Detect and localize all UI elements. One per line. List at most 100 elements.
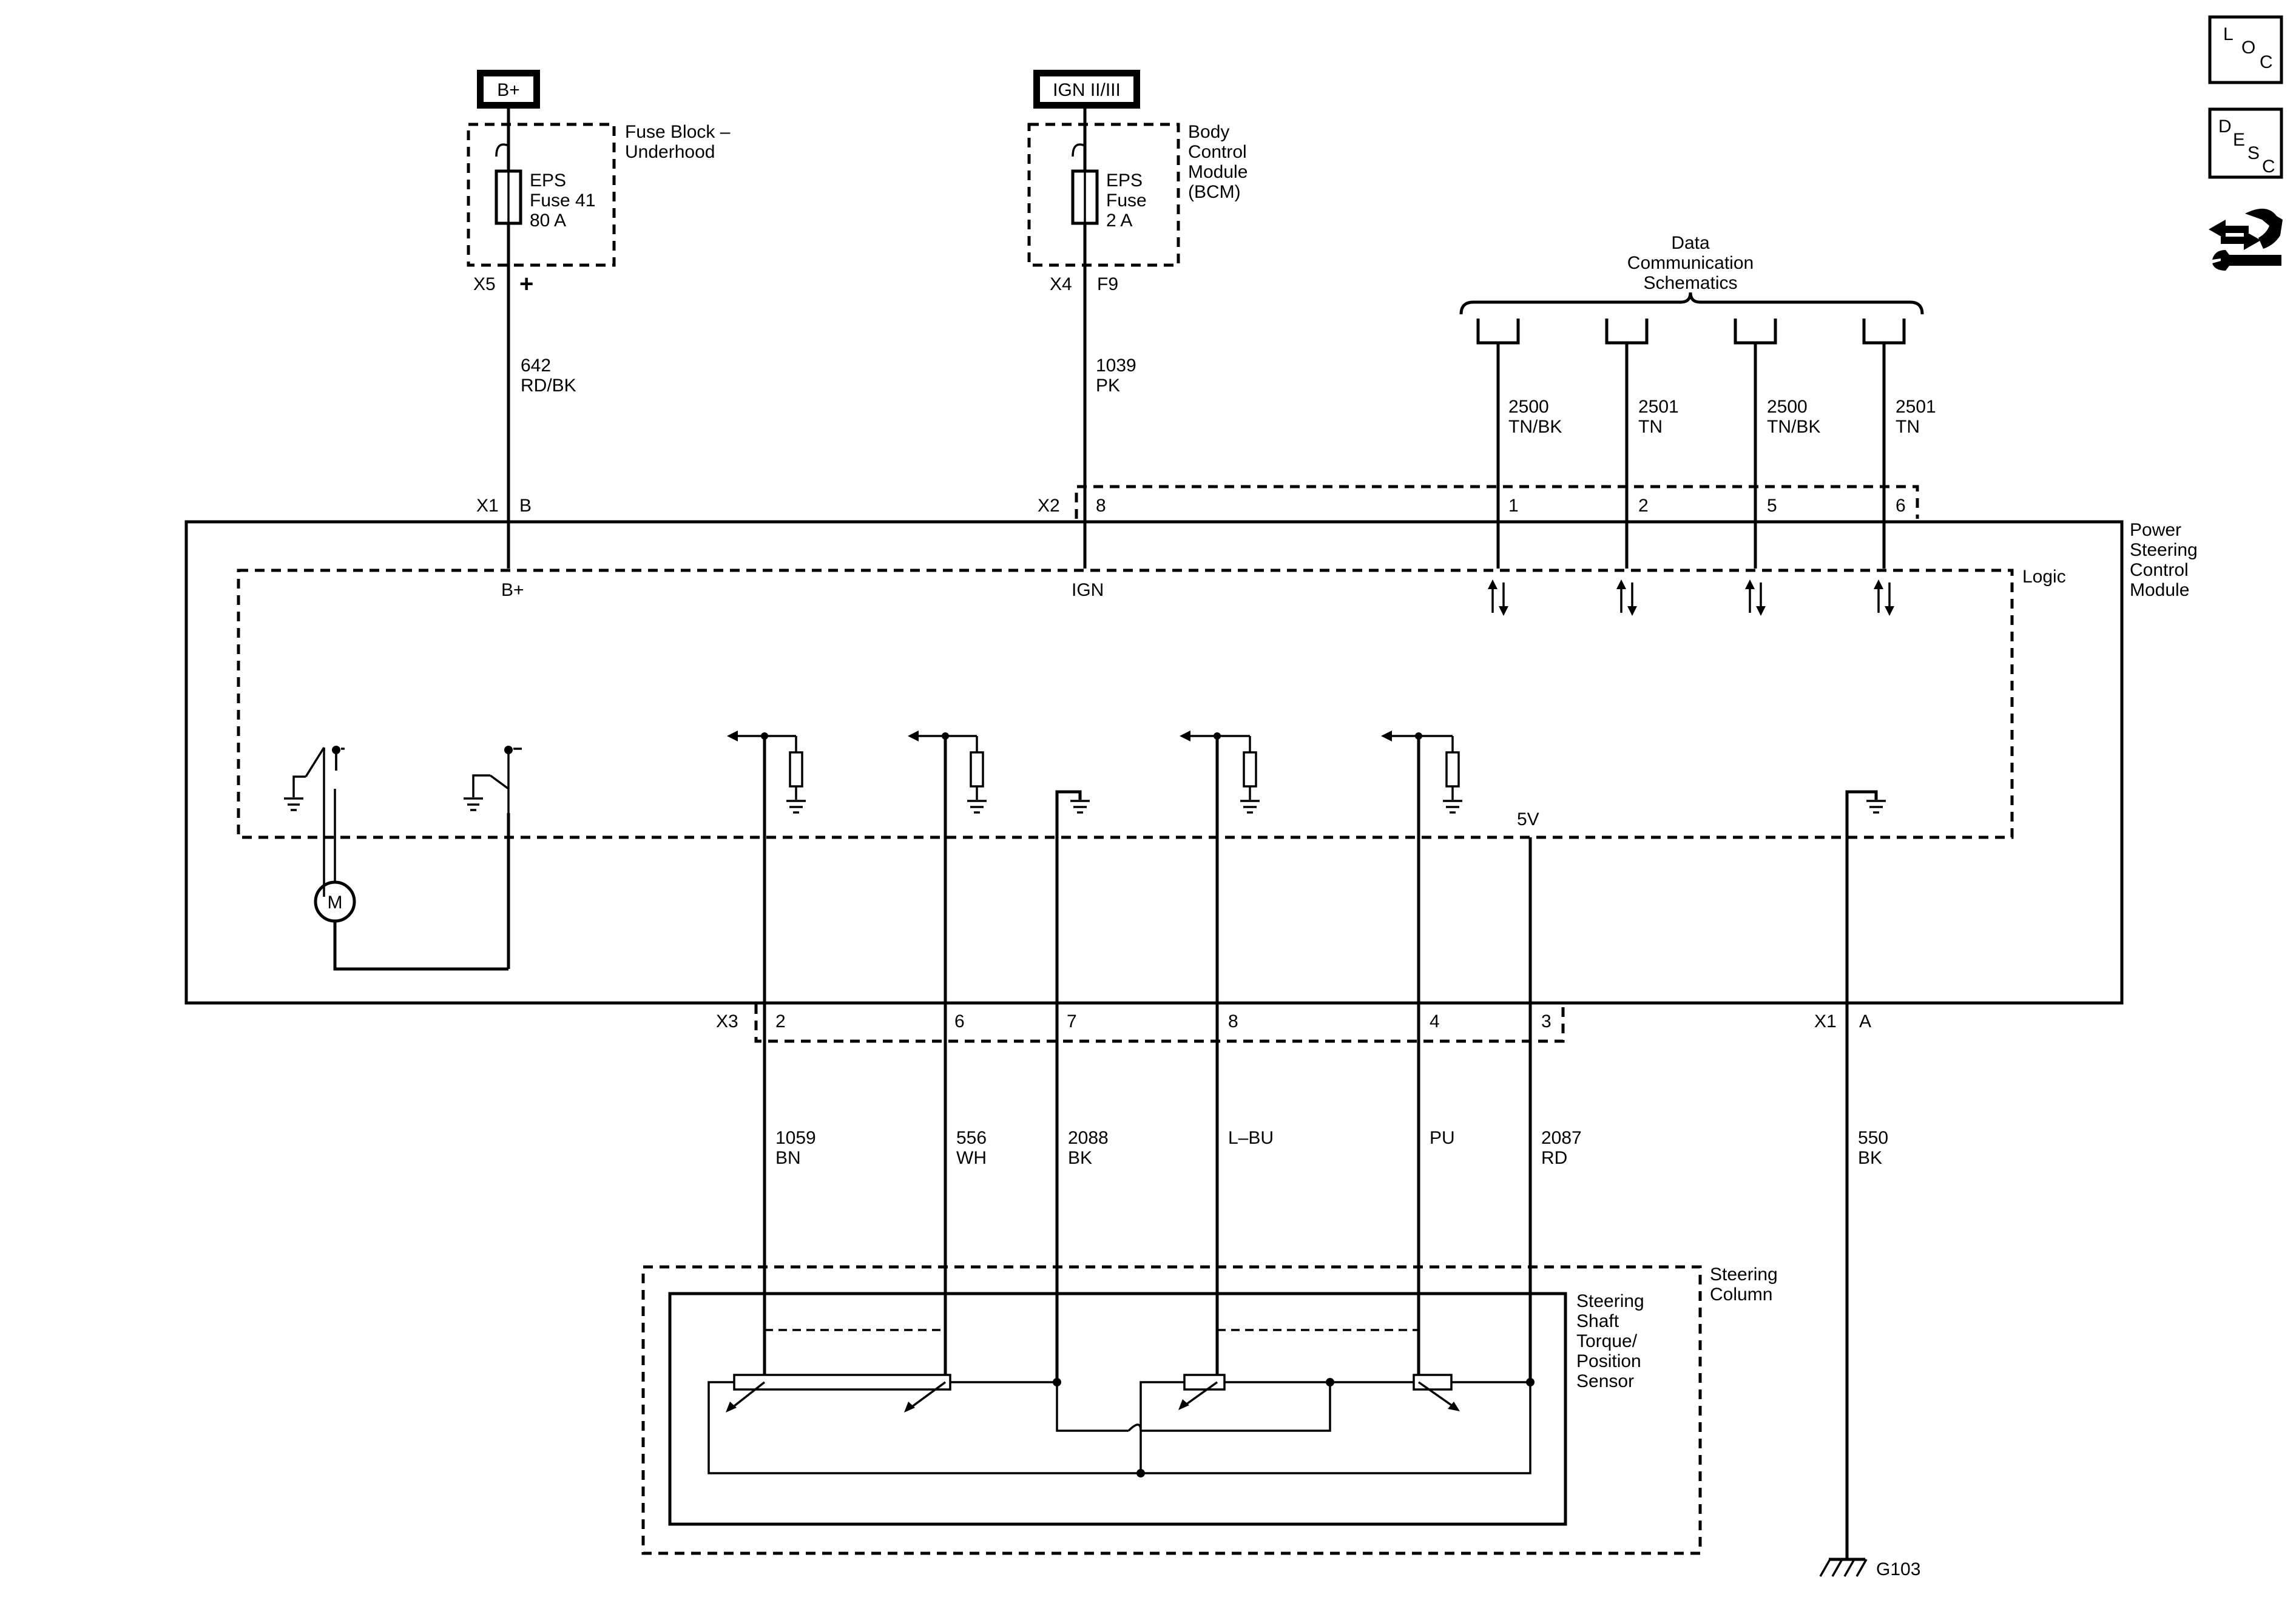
motor-driver-switch-2 — [464, 746, 522, 969]
eps-fuse-41-label-2: Fuse 41 — [530, 191, 595, 211]
bplus-source-label: B+ — [497, 80, 520, 100]
signal-input-1 — [727, 731, 806, 1003]
sensor-title-5: Sensor — [1576, 1371, 1634, 1391]
eps-fuse-2a-label-1: EPS — [1106, 170, 1143, 191]
pscm-title-4: Module — [2130, 580, 2189, 600]
x2-pin-2: 2 — [1638, 496, 1649, 516]
x2-connector-outline — [1075, 485, 1919, 519]
fuse-block-title-2: Underhood — [625, 142, 715, 162]
wire-2088-color: BK — [1068, 1148, 1092, 1168]
wire-2088-circuit: 2088 — [1068, 1128, 1109, 1148]
desc-letter-e: E — [2233, 130, 2245, 150]
wire-2501-b-color: TN — [1896, 417, 1920, 437]
steering-column-title-1: Steering — [1710, 1264, 1778, 1284]
x2-pin-5: 5 — [1767, 496, 1777, 516]
bplus-source: B+ — [477, 70, 540, 109]
x3-connector-label: X3 — [716, 1011, 738, 1031]
description-view-button[interactable]: D E S C — [2208, 107, 2283, 179]
data-arrows — [1488, 579, 1894, 616]
x5-connector-label: X5 — [473, 274, 496, 294]
eps-fuse-41-label-1: EPS — [530, 170, 566, 191]
pscm-title-2: Steering — [2130, 540, 2198, 560]
wire-2500-b-circuit: 2500 — [1767, 397, 1808, 417]
bcm-title-3: Module — [1188, 162, 1248, 182]
x3-pin-2: 2 — [775, 1011, 786, 1031]
connector-wrench-icon[interactable] — [2209, 208, 2283, 271]
ign-internal-label: IGN — [1072, 580, 1104, 600]
x3-pin-3: 3 — [1541, 1011, 1551, 1031]
wire-556-circuit: 556 — [956, 1128, 987, 1148]
location-view-button[interactable]: L O C — [2208, 15, 2283, 84]
x5-pin-label: + — [519, 271, 533, 297]
ground-g103-label: G103 — [1876, 1559, 1920, 1579]
5v-label: 5V — [1517, 809, 1539, 829]
logic-label: Logic — [2022, 567, 2066, 587]
loc-letter-c: C — [2260, 52, 2273, 72]
bplus-internal-label: B+ — [501, 580, 524, 600]
wire-l-bu-color: L–BU — [1228, 1128, 1274, 1148]
eps-fuse-41-label-3: 80 A — [530, 211, 566, 231]
ign-source: IGN II/III — [1033, 70, 1140, 109]
wire-556-color: WH — [956, 1148, 987, 1168]
x4-connector-label: X4 — [1050, 274, 1072, 294]
sensor-ground-internal — [1055, 790, 1090, 1003]
body-control-module: Body Control Module (BCM) EPS Fuse 2 A X… — [1027, 109, 1248, 294]
wire-2501-b-circuit: 2501 — [1896, 397, 1936, 417]
ign-source-label: IGN II/III — [1053, 80, 1121, 100]
x3-pin-6: 6 — [954, 1011, 965, 1031]
x3-pin-8: 8 — [1228, 1011, 1238, 1031]
wire-1039-circuit: 1039 — [1096, 356, 1136, 376]
fuse-block-title-1: Fuse Block – — [625, 122, 731, 142]
power-steering-control-module: Power Steering Control Module Logic B+ I… — [184, 520, 2198, 1005]
fuse-block-underhood: Fuse Block – Underhood EPS Fuse 41 80 A … — [467, 109, 731, 297]
x2-pin-8: 8 — [1096, 496, 1106, 516]
wire-2087-circuit: 2087 — [1541, 1128, 1582, 1148]
signal-input-3 — [1180, 731, 1260, 1003]
signal-input-4 — [1381, 731, 1462, 1003]
wire-1059-circuit: 1059 — [775, 1128, 816, 1148]
steering-column-title-2: Column — [1710, 1284, 1772, 1305]
desc-letter-d: D — [2218, 116, 2232, 137]
signal-input-2 — [908, 731, 987, 1003]
x2-pin-6: 6 — [1896, 496, 1906, 516]
loc-letter-l: L — [2223, 24, 2234, 44]
bcm-title-4: (BCM) — [1188, 182, 1241, 202]
x1-bottom-pin-label: A — [1859, 1011, 1871, 1031]
x3-pin-7: 7 — [1067, 1011, 1077, 1031]
x3-pin-4: 4 — [1430, 1011, 1440, 1031]
desc-letter-c: C — [2262, 157, 2275, 177]
eps-fuse-2a-label-2: Fuse — [1106, 191, 1147, 211]
wire-2500-a-color: TN/BK — [1508, 417, 1562, 437]
sensor-title-4: Position — [1576, 1351, 1641, 1371]
dcs-label-3: Schematics — [1643, 273, 1737, 293]
x4-pin-label: F9 — [1097, 274, 1118, 294]
data-communication-schematics: Data Communication Schematics — [1459, 233, 1924, 345]
motor-driver-switch-1 — [284, 746, 345, 897]
wire-pu-color: PU — [1430, 1128, 1455, 1148]
pscm-title-3: Control — [2130, 560, 2189, 580]
x2-connector-label: X2 — [1038, 496, 1060, 516]
ground-g103: G103 — [1819, 1558, 1920, 1579]
loc-letter-o: O — [2241, 38, 2255, 58]
steering-column: Steering Column Steering Shaft Torque/ P… — [641, 1264, 1778, 1555]
module-ground-internal — [1845, 790, 1886, 1003]
desc-letter-s: S — [2247, 143, 2260, 163]
x1-top-pin-label: B — [519, 496, 532, 516]
wire-2500-a-circuit: 2500 — [1508, 397, 1549, 417]
dcs-label-1: Data — [1671, 233, 1710, 253]
motor-label: M — [328, 893, 343, 913]
dcs-label-2: Communication — [1627, 253, 1754, 273]
wire-642-color: RD/BK — [521, 376, 576, 396]
wire-1039-color: PK — [1096, 376, 1120, 396]
pscm-title-1: Power — [2130, 520, 2181, 540]
x3-connector-outline — [754, 1004, 1565, 1043]
wire-642-circuit: 642 — [521, 356, 551, 376]
sensor-title-3: Torque/ — [1576, 1331, 1638, 1351]
wire-1059-color: BN — [775, 1148, 801, 1168]
sensor-title-1: Steering — [1576, 1291, 1644, 1311]
wire-2087-color: RD — [1541, 1148, 1567, 1168]
bcm-title-2: Control — [1188, 142, 1247, 162]
wire-2501-a-color: TN — [1638, 417, 1663, 437]
wire-2501-a-circuit: 2501 — [1638, 397, 1679, 417]
